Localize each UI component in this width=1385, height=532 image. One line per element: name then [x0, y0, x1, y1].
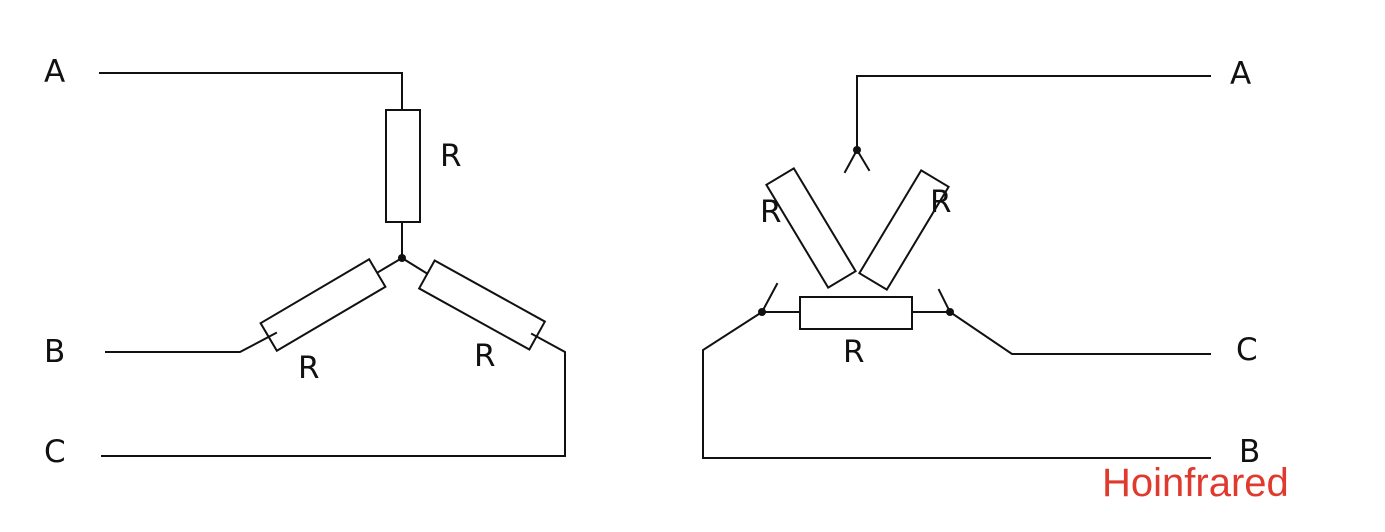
delta-resistor-bottom-label: R [843, 334, 865, 370]
star-wire-center-right [400, 256, 433, 278]
delta-wire-c [948, 310, 1211, 355]
delta-resistor-right [858, 168, 950, 292]
delta-wire-b [702, 310, 1211, 459]
star-resistor-right [417, 259, 547, 351]
star-wire-b [105, 331, 278, 353]
star-wire-a [99, 72, 403, 111]
delta-terminal-a-label: A [1230, 56, 1251, 92]
star-terminal-a-label: A [44, 54, 65, 90]
delta-terminal-b-label: B [1239, 434, 1260, 470]
delta-resistor-bottom [799, 296, 913, 330]
star-resistor-top [385, 109, 421, 223]
star-wire-c [101, 332, 566, 457]
watermark-text: Hoinfrared [1102, 461, 1289, 505]
star-resistor-left-label: R [298, 350, 320, 386]
delta-connection: A C B R R R [702, 56, 1260, 470]
star-resistor-left [259, 257, 387, 353]
star-resistor-top-label: R [440, 138, 462, 174]
delta-resistor-left [765, 166, 857, 290]
delta-wire-a [856, 75, 1211, 151]
delta-wire-top-right [855, 148, 871, 172]
delta-wire-right-bottom [937, 288, 952, 314]
delta-resistor-right-label: R [930, 184, 952, 220]
delta-terminal-c-label: C [1236, 332, 1258, 368]
delta-wire-top-left [843, 148, 859, 174]
star-connection: A B C R R R [44, 54, 566, 470]
delta-resistor-left-label: R [760, 194, 782, 230]
star-terminal-b-label: B [44, 334, 65, 370]
star-resistor-right-label: R [474, 338, 496, 374]
delta-wire-left-bottom [760, 282, 779, 314]
star-terminal-c-label: C [44, 434, 66, 470]
